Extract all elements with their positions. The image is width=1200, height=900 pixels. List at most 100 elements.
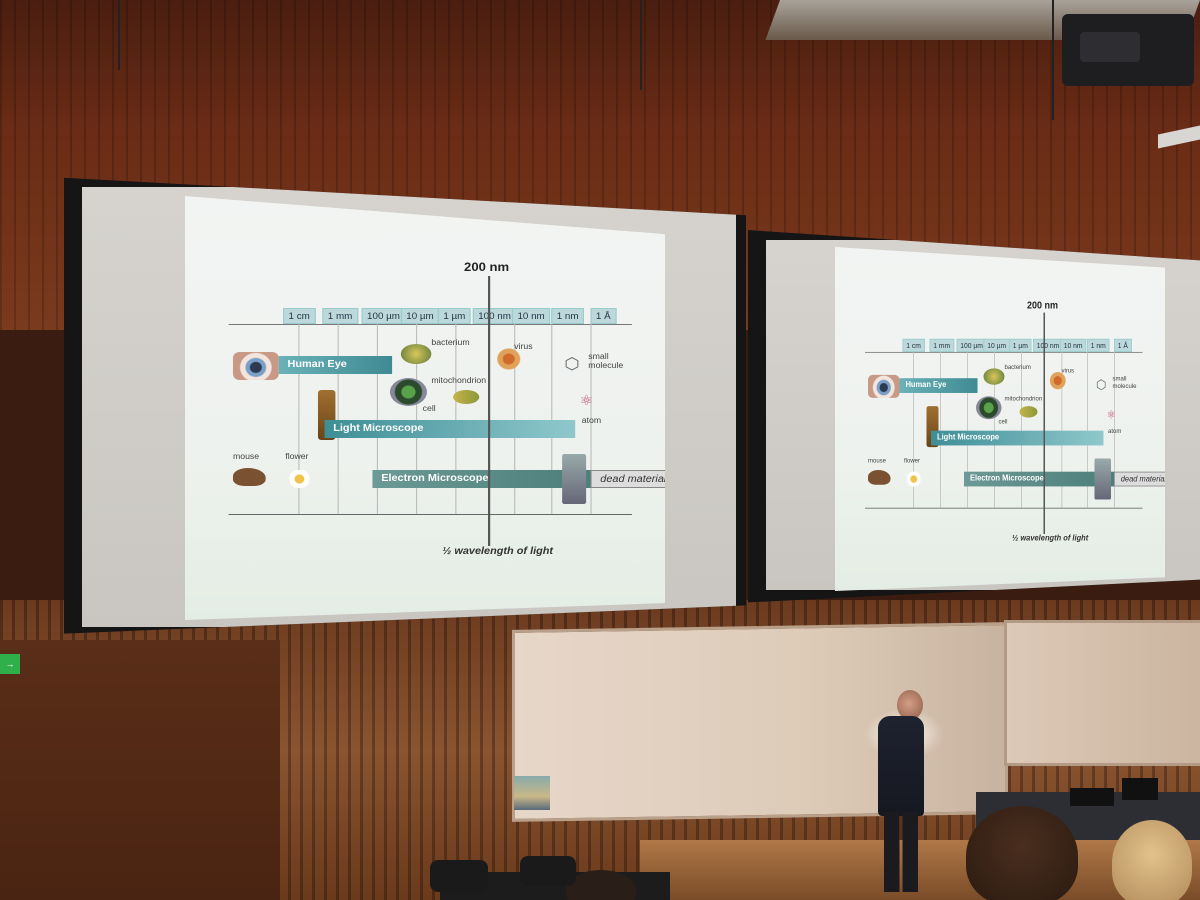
- scale-tick: 100 µm: [956, 338, 987, 352]
- cell-icon: [976, 396, 1002, 420]
- gridline: [514, 324, 516, 514]
- scale-tick: 1 Å: [590, 308, 617, 324]
- scale-tick: 10 nm: [512, 308, 551, 324]
- atom-icon: ⚛: [579, 392, 594, 408]
- size-scale-diagram: 200 nm 1 cm 1 mm 100 µm 10 µm 1 µm 100 n…: [835, 247, 1165, 591]
- dead-material-bar: dead material: [590, 470, 665, 488]
- gridline: [337, 324, 339, 514]
- slide-right: 200 nm 1 cm 1 mm 100 µm 10 µm 1 µm 100 n…: [835, 247, 1165, 591]
- half-wavelength-label: ½ wavelength of light: [442, 546, 554, 557]
- audience-head: [566, 870, 636, 900]
- label-mitochondrion: mitochondrion: [1004, 394, 1043, 402]
- mitochondrion-icon: [1019, 406, 1038, 418]
- gridline: [994, 351, 995, 508]
- gridline: [376, 324, 378, 514]
- label-bacterium: bacterium: [1004, 363, 1031, 371]
- molecule-icon: ⬡: [564, 356, 580, 373]
- atom-icon: ⚛: [1106, 407, 1116, 421]
- scale-tick: 100 nm: [1033, 338, 1064, 352]
- scale-axis-bottom: [865, 507, 1143, 509]
- scale-tick: 100 nm: [472, 308, 517, 324]
- virus-icon: [1049, 371, 1066, 390]
- seat-back: [430, 860, 488, 892]
- label-cell: cell: [422, 404, 436, 413]
- label-flower: flower: [904, 456, 921, 465]
- speaker-legs: [884, 812, 918, 892]
- side-door-panel: [0, 640, 280, 900]
- projector-lens: [1080, 32, 1140, 62]
- scale-axis-bottom: [228, 514, 632, 515]
- electron-microscope-icon: [562, 454, 587, 504]
- audience-head: [1112, 820, 1192, 900]
- human-eye-bar: Human Eye: [278, 356, 393, 374]
- label-atom: atom: [581, 416, 602, 425]
- scale-tick: 1 mm: [929, 338, 954, 352]
- label-flower: flower: [285, 452, 309, 461]
- monitor-icon: [1122, 778, 1158, 800]
- eye-icon: [232, 352, 279, 380]
- scale-tick: 1 Å: [1114, 338, 1132, 352]
- gridline: [1021, 351, 1022, 508]
- exit-sign-icon: →: [0, 654, 20, 674]
- speaker-person: [878, 716, 924, 816]
- scale-tick: 1 mm: [322, 308, 358, 324]
- gridline: [967, 351, 968, 508]
- blackboard-right: [1004, 620, 1200, 766]
- seat-back: [520, 856, 576, 886]
- eye-icon: [868, 374, 900, 398]
- electron-microscope-icon: [1094, 458, 1111, 500]
- label-virus: virus: [514, 342, 533, 351]
- stage-floor: [640, 840, 1200, 900]
- scale-tick: 10 µm: [400, 308, 440, 324]
- dead-material-bar: dead material: [1114, 471, 1165, 487]
- mouse-icon: [232, 468, 266, 486]
- bacterium-icon: [983, 368, 1005, 385]
- human-eye-bar: Human Eye: [899, 378, 978, 393]
- cell-icon: [389, 378, 427, 406]
- virus-icon: [496, 348, 521, 370]
- mitochondrion-icon: [453, 390, 480, 404]
- size-scale-diagram: 200 nm 1 cm 1 mm 100 µm 10 µm 1 µm 100 n…: [185, 196, 665, 616]
- screen-hanger: [1052, 0, 1054, 120]
- label-bacterium: bacterium: [431, 338, 470, 347]
- scale-tick: 100 µm: [361, 308, 406, 324]
- gridline: [416, 324, 418, 514]
- gridline: [455, 324, 457, 514]
- gridline: [940, 351, 941, 508]
- size-label-200nm: 200 nm: [464, 260, 510, 274]
- bacterium-icon: [400, 344, 432, 364]
- scale-axis-top: [865, 351, 1143, 353]
- light-microscope-bar: Light Microscope: [324, 420, 576, 438]
- flower-icon: [289, 470, 310, 488]
- gridline: [1087, 351, 1088, 508]
- screen-hanger: [118, 0, 120, 70]
- light-microscope-bar: Light Microscope: [931, 430, 1104, 446]
- wavelength-line: [1043, 312, 1045, 534]
- scale-tick: 1 µm: [437, 308, 471, 324]
- scale-tick: 1 µm: [1009, 338, 1032, 352]
- gridline: [913, 351, 914, 508]
- scale-tick: 1 cm: [902, 338, 925, 352]
- label-virus: virus: [1061, 366, 1075, 375]
- scale-tick: 1 nm: [1087, 338, 1110, 352]
- wavelength-line: [488, 276, 491, 546]
- label-small-molecule: small molecule: [588, 352, 624, 370]
- label-mouse: mouse: [868, 456, 887, 465]
- laptop-icon: [1070, 788, 1114, 806]
- label-small-molecule: small molecule: [1112, 374, 1137, 390]
- scale-tick: 10 µm: [983, 338, 1010, 352]
- molecule-icon: ⬡: [1096, 378, 1107, 393]
- scale-tick: 1 nm: [551, 308, 584, 324]
- audience-head: [966, 806, 1078, 900]
- mouse-icon: [868, 470, 891, 485]
- screen-hanger: [640, 0, 642, 90]
- label-atom: atom: [1108, 427, 1122, 435]
- scale-tick: 10 nm: [1060, 338, 1087, 352]
- chalk-supplies: [514, 776, 550, 810]
- half-wavelength-label: ½ wavelength of light: [1012, 534, 1089, 544]
- gridline: [590, 324, 592, 514]
- scale-axis-top: [228, 324, 632, 325]
- scale-tick: 1 cm: [283, 308, 316, 324]
- electron-microscope-bar: Electron Microscope: [372, 470, 591, 488]
